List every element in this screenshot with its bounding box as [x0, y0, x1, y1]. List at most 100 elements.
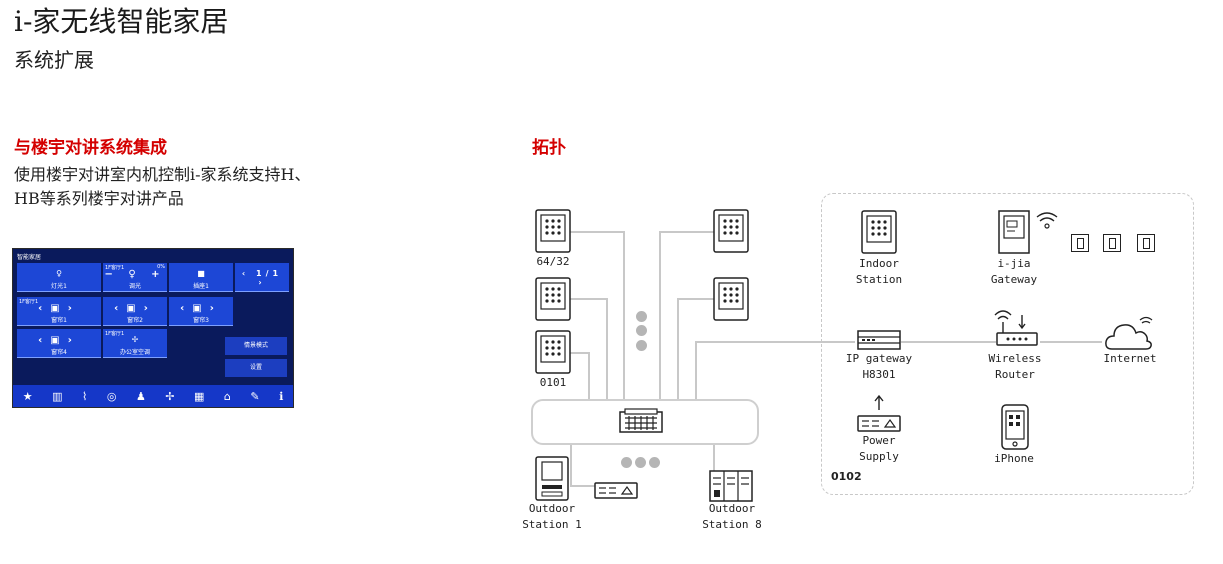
curtain-controls: ‹▣›: [180, 303, 222, 314]
connector-line: [695, 341, 855, 343]
panel-tile-socket: ■ 插座1: [169, 263, 233, 292]
indoor-station-icon: [861, 210, 897, 254]
indoor-station-icon: [713, 209, 749, 253]
node-label-iphone: iPhone: [994, 452, 1034, 465]
ellipsis-dot: [636, 340, 647, 351]
socket-icon: ■: [197, 269, 205, 278]
node-label-0101: 0101: [539, 376, 567, 389]
outdoor-station-icon: [535, 456, 569, 501]
tile-label: 窗帘1: [51, 317, 67, 324]
tile-label: 窗帘4: [51, 349, 67, 356]
page-subtitle: 系统扩展: [14, 48, 94, 72]
ellipsis-dot: [649, 457, 660, 468]
screen-icon[interactable]: ▦: [194, 389, 205, 403]
settings-button[interactable]: 设置: [225, 359, 287, 377]
panel-tile-light: ♀ 灯光1: [17, 263, 101, 292]
node-label-ijia-gateway: i-jia Gateway: [990, 257, 1038, 286]
tile-room: 1F客厅1: [105, 331, 125, 337]
tile-room: 1F客厅1: [105, 265, 125, 271]
outdoor-station-icon: [709, 470, 753, 502]
ellipsis-dot: [621, 457, 632, 468]
tile-label: 灯光1: [51, 283, 67, 290]
description-line-2: HB等系列楼宇对讲产品: [14, 189, 184, 208]
panel-tile-curtain4: ‹▣› 窗帘4: [17, 329, 101, 358]
topology-heading: 拓扑: [532, 138, 566, 158]
connector-line: [570, 352, 590, 354]
curtain-controls: ‹▣›: [38, 335, 80, 346]
tile-label: 窗帘2: [127, 317, 143, 324]
wireless-router-icon: [994, 310, 1038, 346]
panel-tile-curtain1: 1F客厅1 ‹▣› 窗帘1: [17, 297, 101, 326]
connector-line: [713, 439, 715, 473]
tile-percent: 0%: [157, 264, 165, 270]
page-title: i-家无线智能家居: [14, 5, 229, 38]
node-label-outdoor-8: Outdoor Station 8: [702, 502, 762, 531]
connector-line: [606, 298, 608, 401]
info-icon[interactable]: ℹ: [279, 389, 284, 403]
panel-tile-curtain2: ‹▣› 窗帘2: [103, 297, 167, 326]
indoor-station-icon: [713, 277, 749, 321]
iphone-icon: [1001, 404, 1029, 450]
indoor-panel-screenshot: 智能家居 ♀ 灯光1 1F客厅1 0% − ♀ + 调光 ■ 插座1 ‹ 1/1…: [12, 248, 294, 408]
cloud-icon: [1105, 316, 1153, 350]
wrench-icon[interactable]: ✎: [250, 389, 260, 403]
connector-line: [1040, 341, 1102, 343]
connector-line: [570, 231, 625, 233]
indoor-station-icon: [535, 330, 571, 374]
tile-label: 窗帘3: [193, 317, 209, 324]
panel-tile-dimmer: 1F客厅1 0% − ♀ + 调光: [103, 263, 167, 292]
curtain-controls: ‹▣›: [114, 303, 156, 314]
apartment-zone: [821, 193, 1194, 495]
description-line-1: 使用楼宇对讲室内机控制i-家系统支持H、: [14, 165, 311, 184]
node-label-ip-gateway: IP gateway H8301: [845, 352, 913, 381]
connector-line: [623, 231, 625, 401]
fan-icon[interactable]: ✢: [165, 389, 175, 403]
tap-icon[interactable]: ⌇: [81, 389, 88, 403]
pager-controls: ‹ 1/1 ›: [241, 269, 283, 287]
tile-label: 调光: [128, 283, 141, 290]
ip-gateway-icon: [857, 330, 901, 350]
panel-tile-pager: ‹ 1/1 ›: [235, 263, 289, 292]
connector-line: [677, 298, 679, 401]
ijia-gateway-icon: [998, 210, 1058, 254]
tile-label: 插座1: [193, 283, 209, 290]
curtain-controls: ‹▣›: [38, 303, 80, 314]
panel-header: 智能家居: [17, 254, 42, 261]
integration-heading: 与楼宇对讲系统集成: [14, 138, 167, 158]
wall-switch-icon: [1071, 234, 1089, 252]
scene-mode-button[interactable]: 情景模式: [225, 337, 287, 355]
ellipsis-dot: [635, 457, 646, 468]
home-icon[interactable]: ⌂: [223, 389, 231, 403]
node-label-indoor-station: Indoor Station: [855, 257, 903, 286]
node-label-power-supply: Power Supply: [859, 434, 899, 463]
tile-room: 1F客厅1: [19, 299, 39, 305]
ellipsis-dot: [636, 311, 647, 322]
window-icon[interactable]: ▥: [52, 389, 63, 403]
panel-tile-curtain3: ‹▣› 窗帘3: [169, 297, 233, 326]
power-supply-icon: [594, 482, 638, 499]
tile-label: 办公室空调: [119, 349, 150, 356]
wall-switch-icon: [1137, 234, 1155, 252]
network-switch-icon: [619, 408, 663, 433]
target-icon[interactable]: ◎: [106, 389, 117, 403]
connector-line: [570, 298, 608, 300]
fan-icon: ✢: [131, 335, 139, 344]
indoor-station-icon: [535, 277, 571, 321]
integration-description: 使用楼宇对讲室内机控制i-家系统支持H、 HB等系列楼宇对讲产品: [14, 163, 374, 211]
node-label-64-32: 64/32: [536, 255, 570, 268]
connector-line: [588, 352, 590, 401]
connector-line: [677, 298, 714, 300]
dimmer-controls: − ♀ +: [104, 269, 166, 280]
connector-line: [659, 231, 714, 233]
node-label-wireless-router: Wireless Router: [988, 352, 1042, 381]
panel-dock: ★ ▥ ⌇ ◎ ♟ ✢ ▦ ⌂ ✎ ℹ: [13, 385, 293, 407]
connector-line: [570, 485, 595, 487]
power-supply-icon: [857, 394, 901, 432]
star-icon[interactable]: ★: [22, 389, 33, 403]
node-label-outdoor-1: Outdoor Station 1: [522, 502, 582, 531]
connector-line: [695, 341, 697, 401]
connector-line: [901, 341, 996, 343]
panel-tile-ac: 1F客厅1 ✢ 办公室空调: [103, 329, 167, 358]
node-label-internet: Internet: [1103, 352, 1157, 365]
bell-icon[interactable]: ♟: [135, 389, 146, 403]
